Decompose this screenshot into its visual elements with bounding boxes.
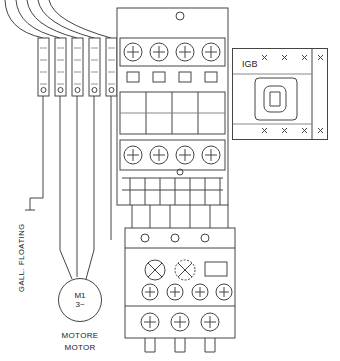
wire: [27, 0, 77, 38]
motor-wire: [86, 96, 94, 279]
motor-label: M1 3~: [71, 291, 89, 309]
motor-caption: MOTOR: [50, 344, 110, 353]
wire: [111, 96, 112, 240]
motor-symbol: M1 3~: [58, 278, 102, 322]
float-wire: [25, 96, 43, 210]
switch-label: IGB: [242, 59, 258, 69]
motor-caption: MOTORE: [50, 332, 110, 341]
terminal-block: [38, 38, 117, 96]
link-wires: [132, 205, 228, 228]
motor-wire: [77, 96, 78, 277]
isolator-box: IGB: [232, 48, 328, 140]
wire: [49, 0, 111, 38]
wire: [16, 0, 60, 38]
overload-relay: [125, 228, 235, 352]
contactor: [117, 8, 228, 205]
wire: [38, 0, 94, 38]
sensor-label: GALL. FLOATING: [18, 222, 26, 292]
isolator-switch: [232, 48, 323, 140]
motor-wire: [60, 96, 72, 279]
